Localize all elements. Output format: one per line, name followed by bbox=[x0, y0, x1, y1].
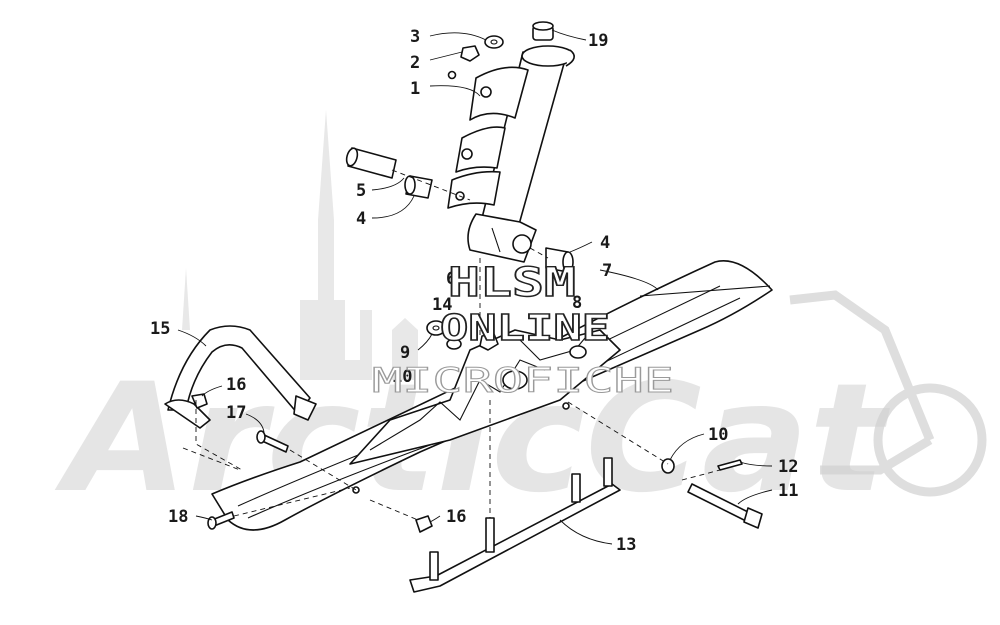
callout-1: 1 bbox=[410, 79, 420, 99]
callout-16-lower: 16 bbox=[446, 507, 466, 527]
nut-2 bbox=[460, 45, 480, 62]
nut-16-lower bbox=[415, 515, 433, 533]
spacer-4-right bbox=[545, 247, 574, 273]
callout-9: 9 bbox=[400, 343, 410, 363]
callout-3: 3 bbox=[410, 27, 420, 47]
ski-body-7 bbox=[211, 260, 773, 531]
callout-18: 18 bbox=[168, 507, 188, 527]
washer-10-right bbox=[661, 458, 675, 474]
washer-10-upper bbox=[446, 338, 462, 350]
spacer-4-left bbox=[404, 175, 433, 199]
callout-4-left: 4 bbox=[356, 209, 366, 229]
callouts: 3 2 1 19 5 4 4 6 7 8 14 15 9 10 16 17 10… bbox=[150, 27, 798, 555]
callout-12: 12 bbox=[778, 457, 798, 477]
callout-6: 6 bbox=[446, 269, 456, 289]
callout-11: 11 bbox=[778, 481, 798, 501]
watermark-motorcycle bbox=[789, 290, 987, 497]
callout-16-left: 16 bbox=[226, 375, 246, 395]
watermark-online: ONLINE bbox=[440, 308, 610, 349]
callout-19: 19 bbox=[588, 31, 608, 51]
washer-3 bbox=[484, 35, 504, 49]
hlsm-watermark: HLSM ONLINE MICROFICHE bbox=[372, 259, 675, 401]
bolt-11 bbox=[687, 483, 763, 529]
cap-plug-19 bbox=[532, 21, 554, 41]
washer-9 bbox=[426, 320, 446, 336]
assembly-lines bbox=[182, 169, 721, 521]
callout-13: 13 bbox=[616, 535, 636, 555]
bolt-18 bbox=[207, 511, 235, 530]
watermark-skyline bbox=[182, 110, 418, 380]
callout-4-right: 4 bbox=[600, 233, 610, 253]
screw-small bbox=[447, 70, 457, 80]
callout-10-right: 10 bbox=[708, 425, 728, 445]
callout-2: 2 bbox=[410, 53, 420, 73]
bolt-17 bbox=[256, 430, 289, 453]
watermark-hlsm: HLSM bbox=[448, 260, 576, 306]
wear-bar-13 bbox=[409, 457, 621, 593]
spindle-assembly bbox=[447, 45, 575, 263]
bushing-5 bbox=[345, 147, 397, 179]
callout-14: 14 bbox=[432, 295, 452, 315]
nut-8 bbox=[479, 333, 499, 351]
callout-5: 5 bbox=[356, 181, 366, 201]
callout-17: 17 bbox=[226, 403, 246, 423]
ski-handle-15 bbox=[164, 325, 317, 429]
leader-lines bbox=[177, 29, 773, 545]
callout-7: 7 bbox=[602, 261, 612, 281]
callout-15: 15 bbox=[150, 319, 170, 339]
watermark-microfiche: MICROFICHE bbox=[372, 361, 674, 401]
pin-12 bbox=[717, 459, 743, 471]
callout-10-upper: 10 bbox=[392, 367, 412, 387]
callout-8: 8 bbox=[572, 293, 582, 313]
